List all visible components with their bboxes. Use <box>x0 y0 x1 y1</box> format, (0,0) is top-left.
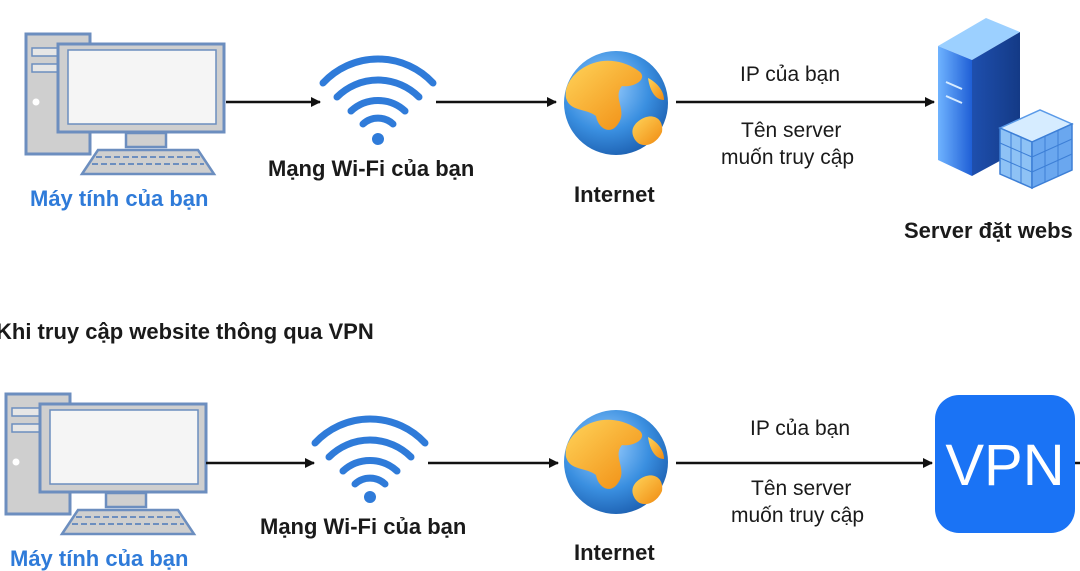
vpn-icon <box>935 395 1075 533</box>
computer-icon <box>4 392 208 536</box>
globe-icon <box>564 51 668 155</box>
section-title: Khi truy cập website thông qua VPN <box>0 319 374 344</box>
server-label: Server đặt webs <box>904 218 1073 243</box>
internet-label: Internet <box>574 182 655 207</box>
edge-label-server-line1: Tên server <box>751 477 852 500</box>
edge-label-ip: IP của bạn <box>740 63 841 86</box>
wifi-label: Mạng Wi-Fi của bạn <box>268 156 475 181</box>
wifi-label: Mạng Wi-Fi của bạn <box>260 514 467 539</box>
computer-label: Máy tính của bạn <box>30 186 209 211</box>
edge-label-server-line1: Tên server <box>741 119 842 142</box>
computer-label: Máy tính của bạn <box>10 546 189 571</box>
internet-label: Internet <box>574 540 655 565</box>
edge-label-server-line2: muốn truy cập <box>731 504 865 527</box>
computer-icon <box>24 32 226 176</box>
edge-label-ip: IP của bạn <box>750 417 851 440</box>
wifi-icon <box>319 55 437 145</box>
server-icon <box>938 18 1074 190</box>
wifi-icon <box>311 415 429 503</box>
globe-icon <box>564 410 668 514</box>
vpn-label: VPN <box>945 433 1065 498</box>
edge-label-server-line2: muốn truy cập <box>721 146 855 169</box>
